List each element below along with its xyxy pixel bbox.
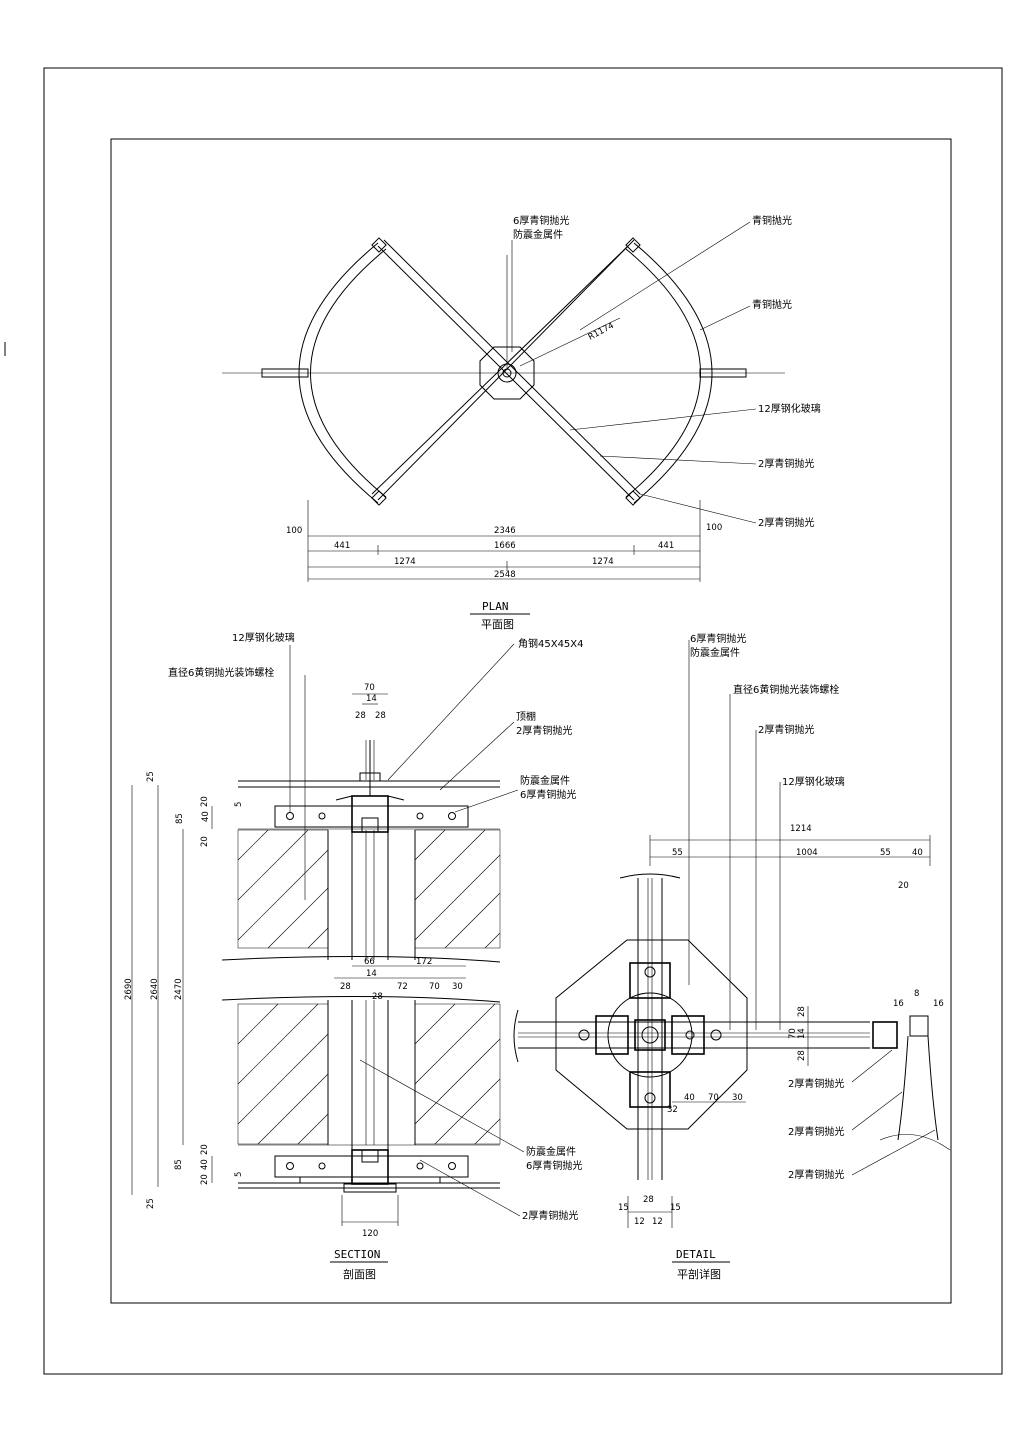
detail-label-bronze6: 6厚青铜抛光 — [690, 632, 746, 645]
section-dim-2690: 2690 — [124, 978, 134, 1000]
plan-title-en: PLAN — [482, 600, 509, 613]
section-label-bronze2-bottom: 2厚青铜抛光 — [522, 1209, 578, 1222]
section-label-seismic: 防震金属件 — [520, 774, 570, 787]
detail-dim-28-bot: 28 — [797, 1050, 807, 1061]
detail-dim-28b: 28 — [643, 1195, 654, 1205]
plan-label-seismic: 防震金属件 — [513, 228, 563, 241]
plan-label-bronze2a: 2厚青铜抛光 — [758, 457, 814, 470]
detail-title-cn: 平剖详图 — [677, 1267, 721, 1281]
plan-dim-1274-left: 1274 — [394, 557, 416, 567]
section-dim-70-mid: 70 — [429, 982, 440, 992]
section-dim-2470: 2470 — [174, 978, 184, 1000]
plan-label-bronze2b: 2厚青铜抛光 — [758, 516, 814, 529]
detail-dim-40-h: 40 — [684, 1093, 695, 1103]
section-dim-70: 70 — [364, 683, 375, 693]
section-dim-28b: 28 — [375, 711, 386, 721]
section-dim-30-mid: 30 — [452, 982, 463, 992]
section-dim-5-top: 5 — [234, 802, 244, 807]
detail-dim-28-top: 28 — [797, 1006, 807, 1017]
section-dim-14-mid: 14 — [366, 969, 377, 979]
section-dim-28-mid-b: 28 — [372, 992, 383, 1002]
detail-view: 6厚青铜抛光 防震金属件 直径6黄铜抛光装饰螺栓 2厚青铜抛光 12厚钢化玻璃 … — [513, 632, 951, 1281]
section-label-angle: 角钢45X45X4 — [518, 637, 584, 650]
detail-dim-40: 40 — [912, 848, 923, 858]
plan-label-glass: 12厚钢化玻璃 — [758, 402, 821, 415]
section-dim-2640: 2640 — [150, 978, 160, 1000]
plan-label-radius: R1174 — [587, 321, 616, 343]
section-label-bronze6: 6厚青铜抛光 — [520, 788, 576, 801]
detail-dim-14: 14 — [797, 1028, 807, 1039]
section-dim-20-top-b: 20 — [200, 836, 210, 847]
plan-label-bronze-polish-1: 青铜抛光 — [752, 214, 792, 227]
detail-title-en: DETAIL — [676, 1248, 716, 1261]
detail-dim-1004: 1004 — [796, 848, 818, 858]
plan-view: 6厚青铜抛光 防震金属件 青铜抛光 青铜抛光 R1174 12厚钢化玻璃 2厚青… — [222, 214, 821, 631]
plan-dim-441-right: 441 — [658, 541, 674, 551]
section-view: 12厚钢化玻璃 直径6黄铜抛光装饰螺栓 角钢45X45X4 顶棚 2厚青铜抛光 … — [124, 631, 584, 1281]
section-label-bronze6-bottom: 6厚青铜抛光 — [526, 1159, 582, 1172]
section-dim-25-top: 25 — [146, 771, 156, 782]
section-label-seismic-bottom: 防震金属件 — [526, 1145, 576, 1158]
detail-dim-30-h: 30 — [732, 1093, 743, 1103]
section-dim-66: 66 — [364, 957, 375, 967]
detail-dim-1214: 1214 — [790, 824, 812, 834]
plan-dim-1274-right: 1274 — [592, 557, 614, 567]
section-dim-85-bot: 85 — [174, 1159, 184, 1170]
section-label-glass: 12厚钢化玻璃 — [232, 631, 295, 644]
section-dim-25-bot: 25 — [146, 1198, 156, 1209]
detail-dim-55-right: 55 — [880, 848, 891, 858]
section-dim-20-bot-b: 20 — [200, 1174, 210, 1185]
section-dim-14: 14 — [366, 694, 377, 704]
section-dim-20-top-a: 20 — [200, 796, 210, 807]
detail-dim-8: 8 — [914, 989, 919, 999]
outer-border — [43, 67, 1003, 1375]
detail-label-seismic: 防震金属件 — [690, 646, 740, 659]
detail-label-bronze2-r2: 2厚青铜抛光 — [788, 1125, 844, 1138]
plan-label-bronze-polish-2: 青铜抛光 — [752, 298, 792, 311]
plan-dim-100-left: 100 — [286, 526, 302, 536]
section-dim-20-bot-a: 20 — [200, 1144, 210, 1155]
plan-dim-441-left: 441 — [334, 541, 350, 551]
plan-dim-2346: 2346 — [494, 526, 516, 536]
detail-label-bronze2-r3: 2厚青铜抛光 — [788, 1168, 844, 1181]
section-title-en: SECTION — [334, 1248, 380, 1261]
detail-dim-70-v: 70 — [788, 1028, 798, 1039]
detail-dim-32: 32 — [667, 1105, 678, 1115]
section-dim-72: 72 — [397, 982, 408, 992]
detail-dim-12b: 12 — [652, 1217, 663, 1227]
section-dim-40-bot: 40 — [200, 1159, 210, 1170]
plan-title-cn: 平面图 — [481, 618, 514, 631]
detail-dim-12a: 12 — [634, 1217, 645, 1227]
detail-label-bronze2: 2厚青铜抛光 — [758, 723, 814, 736]
detail-dim-16b: 16 — [933, 999, 944, 1009]
detail-label-bolt: 直径6黄铜抛光装饰螺栓 — [733, 683, 839, 696]
section-label-bronze2-top: 2厚青铜抛光 — [516, 724, 572, 737]
section-label-top-cap: 顶棚 — [516, 710, 536, 723]
inner-border — [110, 138, 952, 1304]
plan-label-bronze6: 6厚青铜抛光 — [513, 214, 569, 227]
section-dim-40-top: 40 — [201, 811, 211, 822]
section-title-cn: 剖面图 — [343, 1267, 376, 1281]
detail-dim-15b: 15 — [670, 1203, 681, 1213]
section-dim-28-mid-a: 28 — [340, 982, 351, 992]
section-dim-120: 120 — [362, 1229, 378, 1239]
detail-dim-70-h: 70 — [708, 1093, 719, 1103]
detail-dim-15a: 15 — [618, 1203, 629, 1213]
detail-dim-55-left: 55 — [672, 848, 683, 858]
section-dim-172: 172 — [416, 957, 432, 967]
plan-dim-2548: 2548 — [494, 570, 516, 580]
detail-dim-16a: 16 — [893, 999, 904, 1009]
section-dim-5-bot: 5 — [234, 1172, 244, 1177]
detail-label-bronze2-r1: 2厚青铜抛光 — [788, 1077, 844, 1090]
detail-dim-20: 20 — [898, 881, 909, 891]
section-dim-28a: 28 — [355, 711, 366, 721]
detail-label-glass: 12厚钢化玻璃 — [782, 775, 845, 788]
plan-dim-1666: 1666 — [494, 541, 516, 551]
plan-dim-100-right: 100 — [706, 523, 722, 533]
section-dim-85-top: 85 — [175, 813, 185, 824]
section-label-bolt: 直径6黄铜抛光装饰螺栓 — [168, 666, 274, 679]
